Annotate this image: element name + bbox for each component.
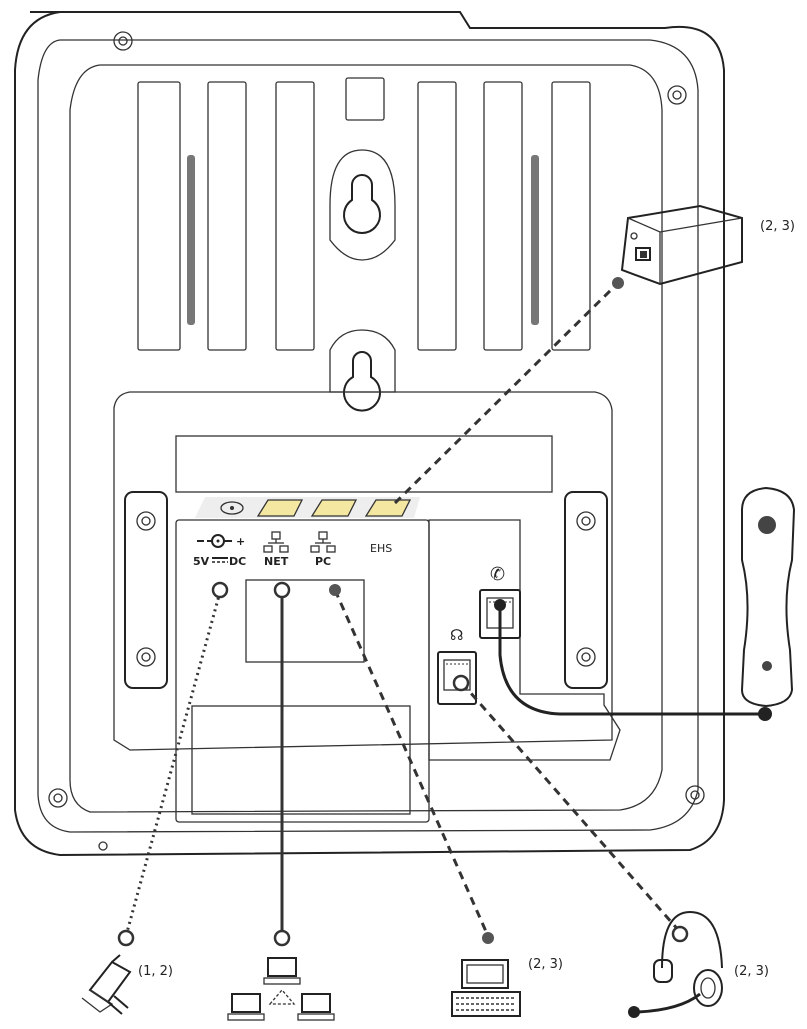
net-port-symbol (263, 531, 289, 553)
pc-port-point (329, 584, 341, 596)
pc-callout: (2, 3) (528, 957, 563, 972)
headset-port-point (452, 674, 470, 692)
headset-icon (628, 910, 723, 1018)
ehs-adapter-callout: (2, 3) (760, 219, 795, 234)
computer-icon (451, 959, 521, 1017)
power-plus-sign: + (236, 535, 245, 548)
network-computer-left (227, 993, 265, 1021)
phone-body (14, 11, 725, 857)
power-port-point (211, 581, 229, 599)
handset-clip-left (124, 491, 168, 689)
net-port-top (256, 499, 304, 517)
pc-endpoint (482, 932, 494, 944)
screw-hole-top-left (113, 31, 133, 51)
power-adapter-callout: (1, 2) (138, 964, 173, 979)
power-port-label: 5V (193, 555, 210, 568)
power-connection-line (124, 591, 222, 937)
net-port-point (273, 581, 291, 599)
network-icon (227, 957, 335, 1021)
ehs-port-label: EHS (370, 542, 392, 555)
headset-port-icon: ☊ (450, 626, 463, 644)
wall-mount-keyhole-bottom (329, 329, 396, 412)
headset-connection-line (460, 682, 682, 933)
network-computer-top (263, 957, 301, 985)
connection-points (117, 277, 772, 947)
handset-clip-right (564, 491, 608, 689)
screw-hole-top-right (667, 85, 687, 105)
connection-lines (124, 281, 765, 937)
wall-mount-keyhole-top (329, 149, 396, 261)
handset-cord (498, 605, 765, 716)
ehs-endpoint (612, 277, 624, 289)
screw-hole-bottom-left (48, 788, 68, 808)
pc-port-top (310, 499, 358, 517)
screw-hole-bottom-right (685, 785, 705, 805)
pc-port-label: PC (315, 555, 331, 568)
ehs-connection-line (393, 281, 620, 505)
power-port-top (220, 501, 244, 515)
power-adapter-icon (81, 954, 132, 1015)
pc-connection-line (333, 589, 490, 937)
port-strip (195, 497, 420, 518)
connector-recess (113, 391, 621, 823)
handset-port-point (494, 599, 506, 611)
ehs-adapter-icon (620, 204, 743, 286)
handset-icon (740, 486, 796, 708)
headset-endpoint (671, 925, 689, 943)
power-port-label-dc: DC (229, 555, 246, 568)
network-computer-right (297, 993, 335, 1021)
net-port-label: NET (264, 555, 289, 568)
vent-slots (137, 77, 591, 351)
pc-port-symbol (310, 531, 336, 553)
headset-callout: (2, 3) (734, 964, 769, 979)
handset-port-icon: ✆ (490, 564, 505, 585)
power-port-symbol (197, 534, 232, 563)
power-endpoint (117, 929, 135, 947)
net-endpoint (273, 929, 291, 947)
handset-endpoint (758, 707, 772, 721)
headset-port: ☊ (437, 626, 477, 705)
